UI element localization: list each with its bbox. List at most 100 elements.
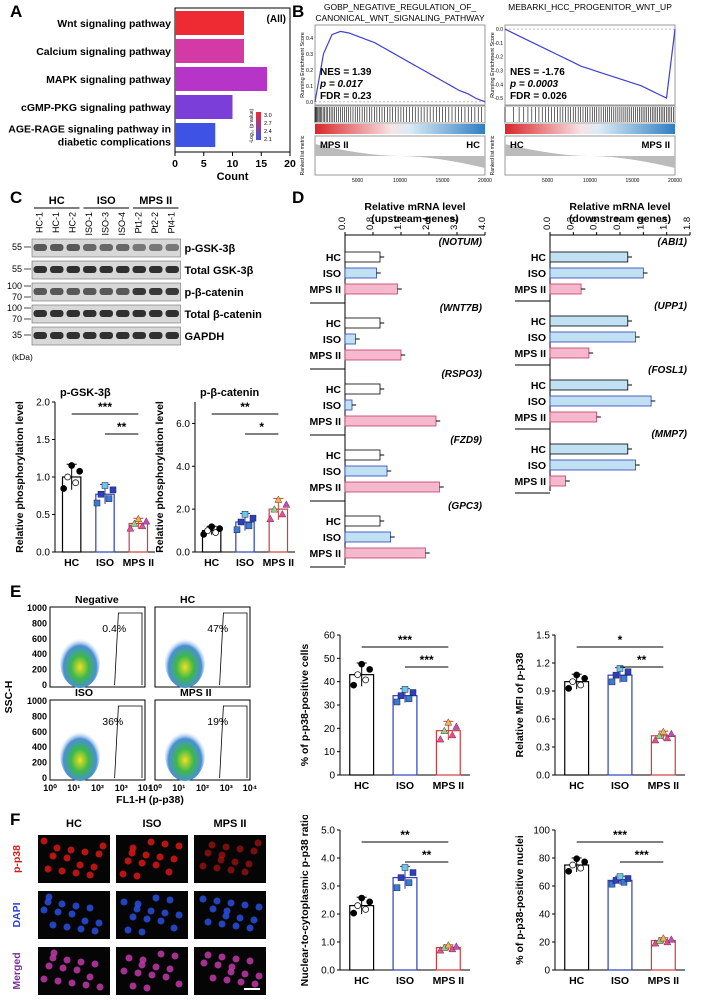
b-ytick-label: 0.2 <box>306 68 313 74</box>
d-up-category-label: MPS II <box>309 548 341 560</box>
e-mid-point <box>448 730 457 739</box>
micro-cell <box>227 899 235 907</box>
e-mid-sig-label: *** <box>420 653 434 667</box>
flow-gate <box>114 612 143 686</box>
flow-ytick-label: 400 <box>32 649 47 659</box>
flow-density <box>60 636 100 688</box>
c-left-ytick-label: 0.0 <box>36 548 50 559</box>
micro-cell <box>138 928 146 936</box>
micro-cell <box>133 905 141 913</box>
blot-marker: 55 <box>12 264 22 274</box>
blot-lane-label: Pt2-2 <box>150 212 160 234</box>
c-right-xtick-label: ISO <box>236 557 254 569</box>
f-right-point <box>659 934 668 942</box>
micro-cell <box>204 951 212 959</box>
panel-label-e: E <box>10 582 22 601</box>
flow-ytick-label: 200 <box>32 665 47 675</box>
micro-cell <box>175 911 183 919</box>
micro-cell <box>218 920 226 928</box>
micro-cell <box>44 898 52 906</box>
b-left-group: HC <box>510 140 524 151</box>
micro-cell <box>255 972 263 980</box>
micro-cell <box>166 896 174 904</box>
d-down-category-label: MPS II <box>514 348 546 360</box>
e-mid-point <box>397 692 405 699</box>
micro-cell <box>152 963 160 971</box>
blot-band <box>165 244 179 251</box>
blot-band <box>99 244 113 251</box>
flow-percent: 0.4% <box>102 623 126 635</box>
micro-cell <box>63 956 71 964</box>
micro-row-label: p-p38 <box>11 845 23 873</box>
micro-cell <box>175 980 183 988</box>
micro-cell <box>147 907 155 915</box>
f-right-point <box>616 873 624 880</box>
blot-band <box>116 244 130 251</box>
b-ytick-label: 0.3 <box>306 52 313 58</box>
d-up-gene-label: (RSPO3) <box>441 369 482 380</box>
flow-xaxis-label: FL1-H (p-p38) <box>116 794 184 806</box>
a-legend-tick: 2.7 <box>264 121 272 127</box>
blot-band <box>50 244 64 251</box>
c-right-point <box>282 500 291 508</box>
a-xlabel: Count <box>217 171 249 183</box>
blot-band <box>165 332 179 339</box>
e-mid-point <box>405 695 413 703</box>
c-right-point <box>212 529 220 536</box>
micro-cell <box>129 913 137 921</box>
micro-cell <box>200 959 208 967</box>
c-left-sig-label: ** <box>117 420 127 434</box>
f-mid-point <box>358 894 366 902</box>
e-mid-ylabel: % of p-p38-positive cells <box>299 644 311 767</box>
micro-cell <box>165 868 173 876</box>
b-xtick-label: 15000 <box>436 178 450 184</box>
d-up-bar <box>344 399 353 411</box>
flow-panel-title: Negative <box>75 594 119 606</box>
blot-band <box>83 310 97 317</box>
micro-cell <box>246 924 254 932</box>
flow-xtick-label: 10⁰ <box>43 783 57 793</box>
b-xtick-label: 10000 <box>583 178 597 184</box>
f-right-ytick-label: 60 <box>539 882 551 893</box>
blot-lane-label: ISO-3 <box>101 212 111 236</box>
a-category-label: cGMP-PKG signaling pathway <box>21 102 171 114</box>
c-right-ytick-label: 0.0 <box>176 548 190 559</box>
d-down-category-label: MPS II <box>514 412 546 424</box>
flow-xtick-label: 10¹ <box>172 783 185 793</box>
b-ylabel: Running Enrichment Score <box>490 32 496 98</box>
d-up-xtick-label: 2.4 <box>421 217 432 230</box>
flow-ytick-label: 1000 <box>27 696 47 706</box>
a-bar <box>175 123 216 147</box>
micro-cell <box>77 958 85 966</box>
c-right-point <box>216 525 224 532</box>
blot-row-label: Total GSK-3β <box>185 265 254 277</box>
c-right-xtick-label: HC <box>204 557 220 569</box>
c-left-point <box>101 482 109 489</box>
e-right-point <box>612 671 620 679</box>
e-mid-bar <box>392 695 418 776</box>
panel-label-f: F <box>10 810 21 829</box>
e-right-xtick-label: ISO <box>611 780 629 792</box>
d-up-bar <box>344 251 381 263</box>
blot-marker: 100 <box>7 303 22 313</box>
e-right-point <box>581 674 589 682</box>
blot-band <box>132 310 146 317</box>
e-right-point <box>608 678 616 686</box>
d-up-category-label: MPS II <box>309 350 341 362</box>
f-mid-sig-label: ** <box>422 848 432 862</box>
e-right-point <box>663 733 672 742</box>
d-down-bar <box>549 315 629 327</box>
micro-cell <box>236 845 244 853</box>
blot-band <box>116 266 130 273</box>
c-left-point <box>93 499 101 507</box>
d-up-gene-label: (FZD9) <box>450 435 482 446</box>
f-right-sig-label: *** <box>635 848 649 862</box>
e-right-sig-label: * <box>618 633 623 647</box>
blot-band <box>165 310 179 317</box>
blot-band <box>50 266 64 273</box>
a-legend-tick: 2.1 <box>264 137 272 143</box>
e-right-ytick-label: 1.5 <box>536 631 550 642</box>
e-right-ytick-label: 0.3 <box>536 743 550 754</box>
